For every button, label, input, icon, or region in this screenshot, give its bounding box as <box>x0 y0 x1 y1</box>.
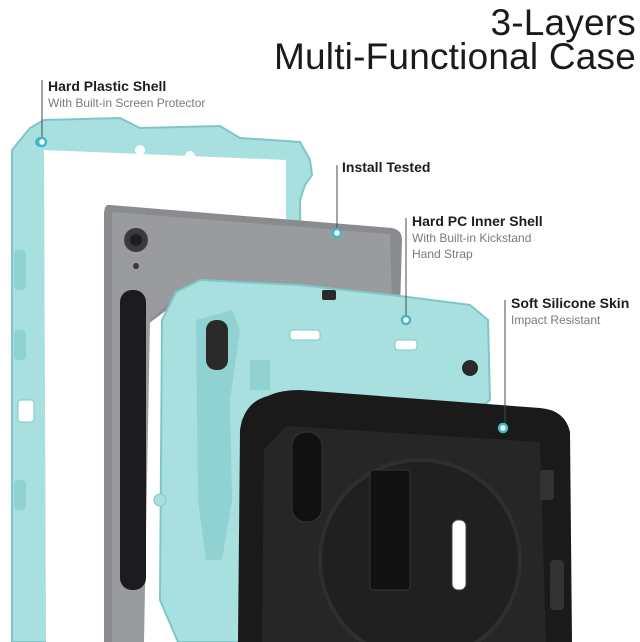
callout-label: Soft Silicone Skin <box>511 295 630 311</box>
callout-label: Install Tested <box>342 159 431 175</box>
callout-sublabel: With Built-in Kickstand <box>412 231 532 245</box>
callout-sublabel-2: Hand Strap <box>412 247 473 261</box>
callout-install-tested: Install Tested <box>342 158 430 176</box>
hard-pc-inner-shell <box>153 278 492 642</box>
callout-hard-pc-inner-shell: Hard PC Inner Shell With Built-in Kickst… <box>412 212 543 262</box>
soft-silicone-skin <box>238 390 572 642</box>
callout-label: Hard Plastic Shell <box>48 78 167 94</box>
callout-pointers <box>41 80 506 425</box>
callout-hard-plastic-shell: Hard Plastic Shell With Built-in Screen … <box>48 77 205 111</box>
headline-line-2: Multi-Functional Case <box>273 36 636 77</box>
callout-sublabel: Impact Resistant <box>511 313 601 327</box>
callout-soft-silicone-skin: Soft Silicone Skin Impact Resistant <box>511 294 629 328</box>
callout-label: Hard PC Inner Shell <box>412 213 543 229</box>
headline-line-1: 3-Layers <box>490 2 636 43</box>
callout-markers <box>36 136 509 434</box>
callout-sublabel: With Built-in Screen Protector <box>48 96 206 110</box>
